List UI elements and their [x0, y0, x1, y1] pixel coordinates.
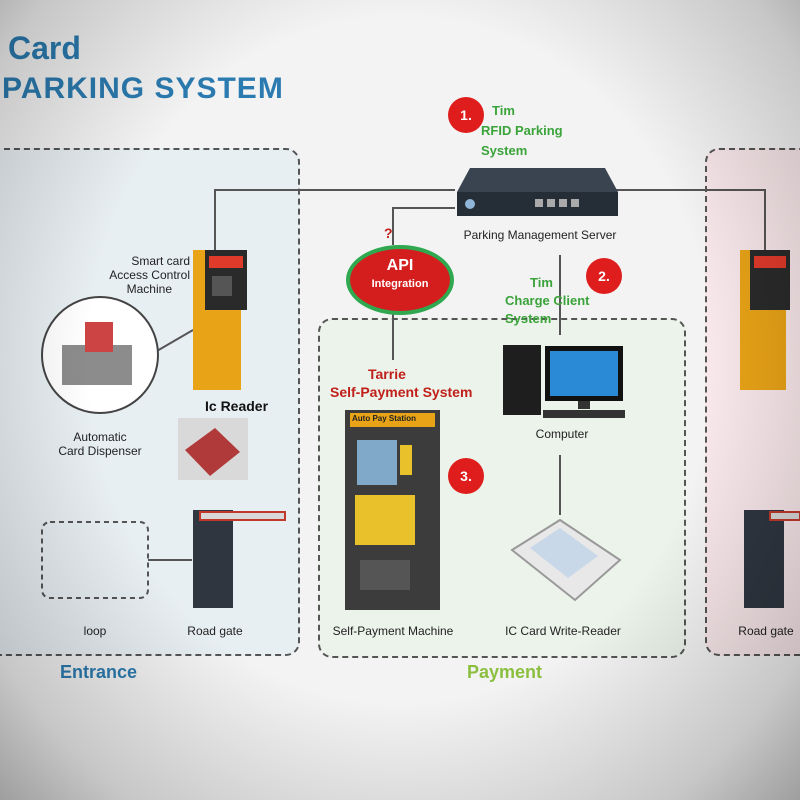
- payment-zone-title: Payment: [467, 662, 543, 682]
- access-control-machine: [193, 250, 247, 390]
- entrance-zone: [0, 148, 300, 656]
- ic-reader-device: [178, 418, 248, 480]
- card-dispenser-device: [41, 296, 159, 414]
- api-integration-label: Integration: [371, 278, 429, 290]
- entrance-road-gate-device: [193, 510, 286, 608]
- selfpay-name-2: Self-Payment System: [330, 384, 473, 400]
- rfid-system-name-3: System: [481, 143, 528, 158]
- entrance-zone-title: Entrance: [60, 662, 138, 682]
- exit-road-gate-label: Road gate: [738, 624, 794, 638]
- selfpay-name-1: Tarrie: [368, 366, 406, 382]
- server-label: Parking Management Server: [463, 228, 617, 242]
- charge-system-name-1: Tim: [530, 275, 553, 290]
- api-label: API: [386, 257, 414, 274]
- server-to-entrance-line: [214, 189, 455, 250]
- dispenser-label-1: Automatic: [73, 430, 127, 444]
- rfid-system-name-1: Tim: [492, 103, 515, 118]
- step-2-badge: 2.: [586, 258, 622, 294]
- step-3-badge: 3.: [448, 458, 484, 494]
- api-question-mark: ?: [384, 225, 393, 241]
- server-device: [457, 168, 618, 216]
- computer-device: [503, 345, 625, 418]
- self-payment-machine-label: Self-Payment Machine: [332, 624, 454, 638]
- server-to-api-line: [392, 207, 455, 245]
- api-integration-badge: API Integration: [346, 245, 454, 315]
- dispenser-label-2: Card Dispenser: [58, 444, 142, 458]
- charge-system-name-2: Charge Client: [505, 293, 590, 308]
- computer-label: Computer: [535, 427, 589, 441]
- access-machine-label-2: Access Control: [109, 268, 190, 282]
- step-1-badge: 1.: [448, 97, 484, 133]
- auto-pay-station-label: Auto Pay Station: [352, 414, 417, 423]
- server-to-exit-line: [615, 189, 766, 250]
- exit-road-gate-device: [744, 510, 800, 608]
- access-machine-label-1: Smart card: [131, 254, 190, 268]
- rfid-system-name-2: RFID Parking: [481, 123, 563, 138]
- header-title-parking-system: PARKING SYSTEM: [2, 72, 284, 105]
- loop-label: loop: [83, 624, 107, 638]
- entrance-road-gate-label: Road gate: [187, 624, 243, 638]
- header-title-card: Card: [8, 30, 81, 66]
- access-machine-label-3: Machine: [126, 282, 172, 296]
- loop-area: [41, 521, 149, 599]
- ic-card-writer-device: [510, 518, 622, 602]
- self-payment-machine-device: [345, 410, 440, 610]
- ic-reader-label: Ic Reader: [205, 398, 269, 414]
- ic-writer-label: IC Card Write-Reader: [505, 624, 621, 638]
- exit-access-control-machine: [740, 250, 790, 390]
- charge-system-name-3: System: [505, 311, 552, 326]
